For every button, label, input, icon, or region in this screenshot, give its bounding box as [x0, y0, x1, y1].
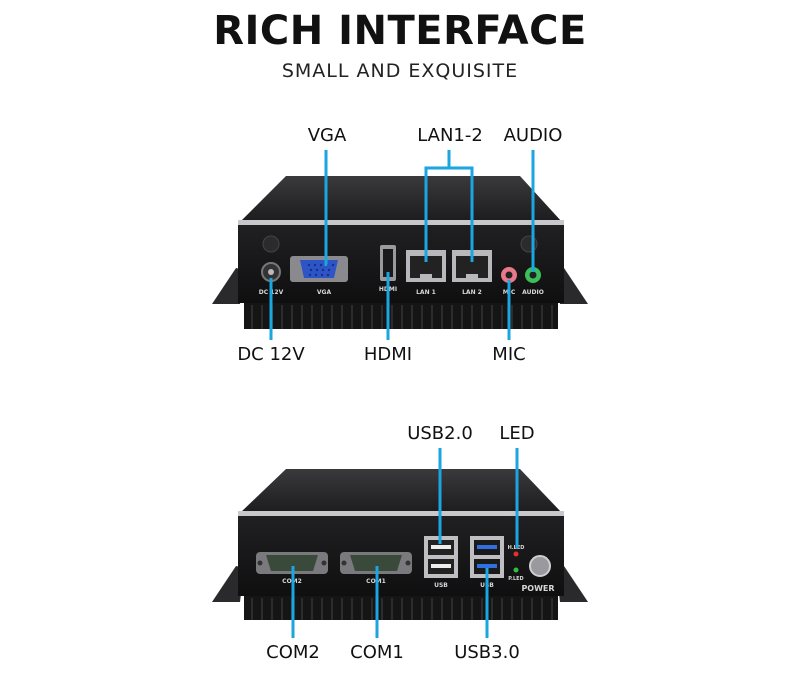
com1-port	[340, 552, 412, 574]
callout-label-usb3: USB3.0	[454, 642, 520, 663]
antenna-hole-right	[520, 235, 538, 253]
callout-label-com1: COM1	[350, 642, 404, 663]
page-title: RICH INTERFACE	[213, 8, 587, 54]
callout-label-led: LED	[499, 423, 535, 444]
silk-usb-a: USB	[434, 582, 448, 589]
page-subtitle: SMALL AND EXQUISITE	[281, 60, 519, 82]
silk-lan1: LAN 1	[416, 289, 436, 296]
silk-lan2: LAN 2	[462, 289, 482, 296]
com2-port	[256, 552, 328, 574]
antenna-hole-left	[262, 235, 280, 253]
callout-label-vga: VGA	[307, 125, 347, 146]
callout-label-usb2: USB2.0	[407, 423, 473, 444]
callout-label-mic: MIC	[492, 344, 526, 365]
silk-audio: AUDIO	[522, 289, 544, 296]
hdd-led	[513, 551, 519, 557]
power-button	[529, 555, 551, 577]
callout-label-com2: COM2	[266, 642, 320, 663]
usb2-ports	[424, 536, 458, 578]
callout-label-hdmi: HDMI	[363, 344, 413, 365]
silk-power: POWER	[521, 584, 554, 593]
callout-label-lan: LAN1-2	[417, 125, 483, 146]
front-panel-device: DC 12V VGA HDMI LAN 1 LAN 2 MIC AUDIO	[212, 150, 588, 340]
chassis-top-rear	[240, 469, 562, 513]
power-led	[513, 567, 519, 573]
silk-pled: P.LED	[508, 576, 523, 582]
left-bracket	[212, 268, 244, 304]
silk-vga: VGA	[317, 289, 332, 296]
callout-label-dc: DC 12V	[237, 344, 305, 365]
rear-panel-device: COM2 COM1 USB USB H.LED P.LED POWER	[212, 448, 588, 638]
chassis-top	[240, 176, 562, 222]
callout-label-audio: AUDIO	[503, 125, 563, 146]
